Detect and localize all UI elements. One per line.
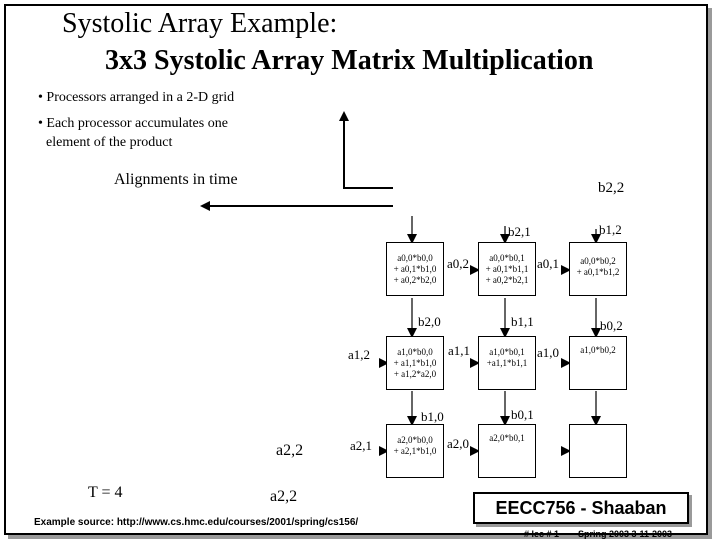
processor-cell-0-0: a0,0*b0,0+ a0,1*b1,0+ a0,2*b2,0 bbox=[386, 242, 444, 296]
label-b01: b0,1 bbox=[511, 407, 534, 422]
label-a21: a2,1 bbox=[350, 438, 373, 453]
slide-title-line2: 3x3 Systolic Array Matrix Multiplication bbox=[105, 45, 594, 76]
label-a02: a0,2 bbox=[447, 256, 470, 271]
processor-cell-2-2 bbox=[569, 424, 627, 478]
bullet-accumulates-cont: element of the product bbox=[46, 135, 173, 150]
processor-cell-0-2: a0,0*b0,2+ a0,1*b1,2 bbox=[569, 242, 627, 296]
processor-cell-1-2: a1,0*b0,2 bbox=[569, 336, 627, 390]
example-source: Example source: http://www.cs.hmc.edu/co… bbox=[34, 517, 359, 528]
processor-cell-2-0: a2,0*b0,0+ a2,1*b1,0 bbox=[386, 424, 444, 478]
up-arrow-icon bbox=[339, 111, 393, 189]
processor-cell-1-0: a1,0*b0,0+ a1,1*b1,0+ a1,2*a2,0 bbox=[386, 336, 444, 390]
processor-cell-1-1: a1,0*b0,1+a1,1*b1,1 bbox=[478, 336, 536, 390]
bullet-accumulates: • Each processor accumulates one bbox=[38, 116, 228, 131]
label-a22-left: a2,2 bbox=[276, 442, 304, 459]
label-a20: a2,0 bbox=[447, 436, 470, 451]
processor-cell-0-1: a0,0*b0,1+ a0,1*b1,1+ a0,2*b2,1 bbox=[478, 242, 536, 296]
label-b12-top: b1,2 bbox=[599, 222, 622, 237]
label-a01: a0,1 bbox=[537, 256, 560, 271]
label-b22-top: b2,2 bbox=[598, 180, 625, 196]
label-a10: a1,0 bbox=[537, 345, 560, 360]
lecture-number: # lec # 1 bbox=[524, 529, 560, 539]
slide-title-line1: Systolic Array Example: bbox=[62, 8, 338, 39]
label-b20: b2,0 bbox=[418, 314, 441, 329]
alignments-label: Alignments in time bbox=[114, 171, 238, 188]
label-a11: a1,1 bbox=[448, 343, 471, 358]
label-b02: b0,2 bbox=[600, 318, 623, 333]
lecture-date: Spring 2003 3-11-2003 bbox=[578, 529, 673, 539]
label-a12: a1,2 bbox=[348, 347, 371, 362]
processor-cell-2-1: a2,0*b0,1 bbox=[478, 424, 536, 478]
label-a22-bottom: a2,2 bbox=[270, 488, 298, 505]
time-label: T = 4 bbox=[88, 484, 123, 501]
course-logo: EECC756 - Shaaban bbox=[473, 492, 689, 524]
label-b21: b2,1 bbox=[508, 224, 531, 239]
bullet-processors: • Processors arranged in a 2-D grid bbox=[38, 90, 235, 105]
label-b10: b1,0 bbox=[421, 409, 444, 424]
label-b11: b1,1 bbox=[511, 314, 534, 329]
